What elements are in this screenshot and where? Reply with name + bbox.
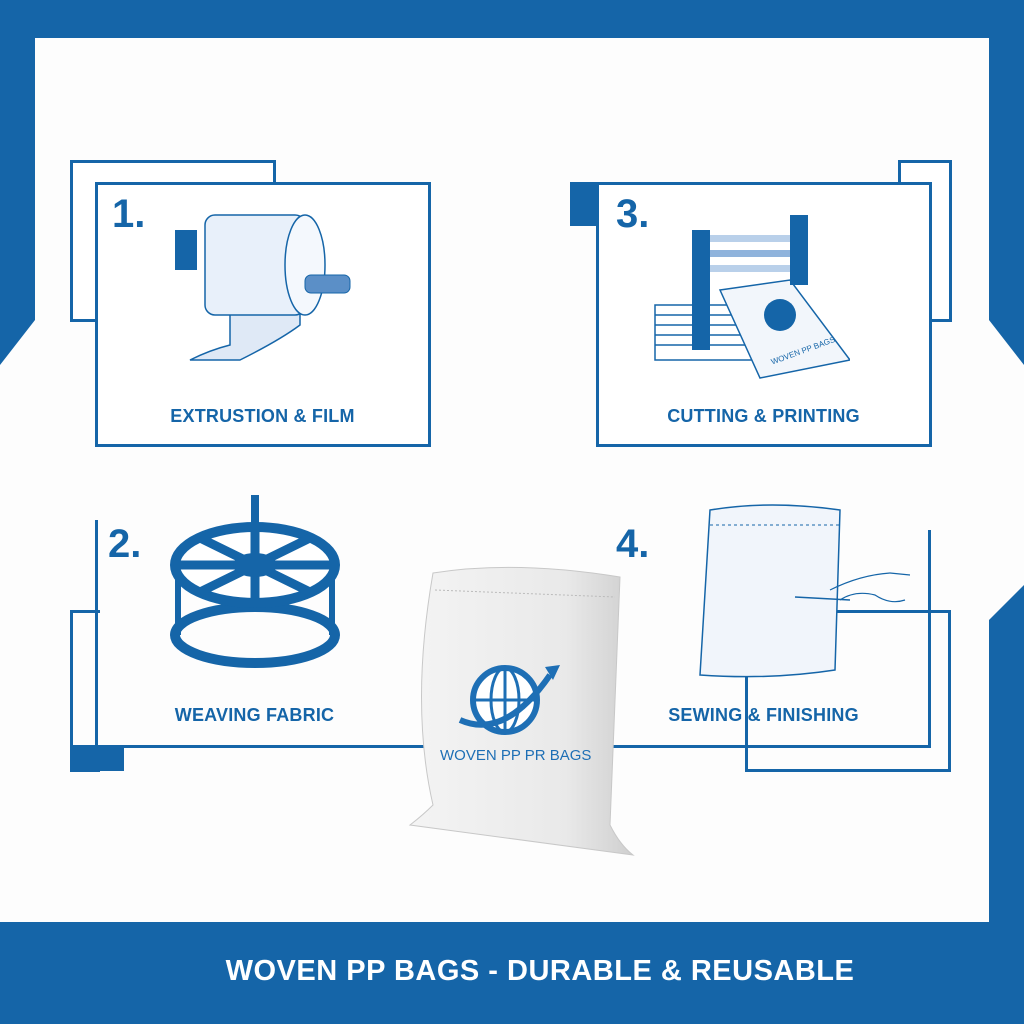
- printing-press-icon: WOVEN PP BAGS: [654, 215, 850, 379]
- step-3-number: 3.: [616, 192, 650, 236]
- step-1-label: EXTRUSTION & FILM: [170, 406, 355, 426]
- panel-2-tab: [70, 745, 124, 771]
- step-4-panel-bottom-edge: [596, 745, 931, 748]
- step-2-label: WEAVING FABRIC: [174, 705, 335, 725]
- footer-banner: [0, 922, 1024, 1024]
- footer-title: WOVEN PP BAGS - DURABLE & REUSABLE: [225, 955, 855, 987]
- step-4-number: 4.: [616, 522, 650, 566]
- step-2-panel-bottom-edge: [95, 745, 430, 748]
- step-3-label: CUTTING & PRINTING: [667, 406, 860, 426]
- step-4-label: SEWING & FINISHING: [668, 705, 859, 725]
- panel-4-back-frame: [745, 610, 951, 772]
- woven-bag-icon: WOVEN PP PR BAGS: [408, 566, 635, 856]
- sewing-bag-icon: [699, 504, 911, 678]
- weaving-spool-icon: [170, 495, 340, 668]
- film-roll-icon: [175, 214, 351, 361]
- step-2-panel-left-edge: [95, 520, 98, 748]
- bag-print-text: WOVEN PP PR BAGS: [440, 747, 591, 764]
- step-4-panel-right-edge: [928, 530, 931, 748]
- step-1-number: 1.: [112, 192, 146, 236]
- panel-3-tab: [570, 182, 600, 226]
- step-2-number: 2.: [108, 522, 142, 566]
